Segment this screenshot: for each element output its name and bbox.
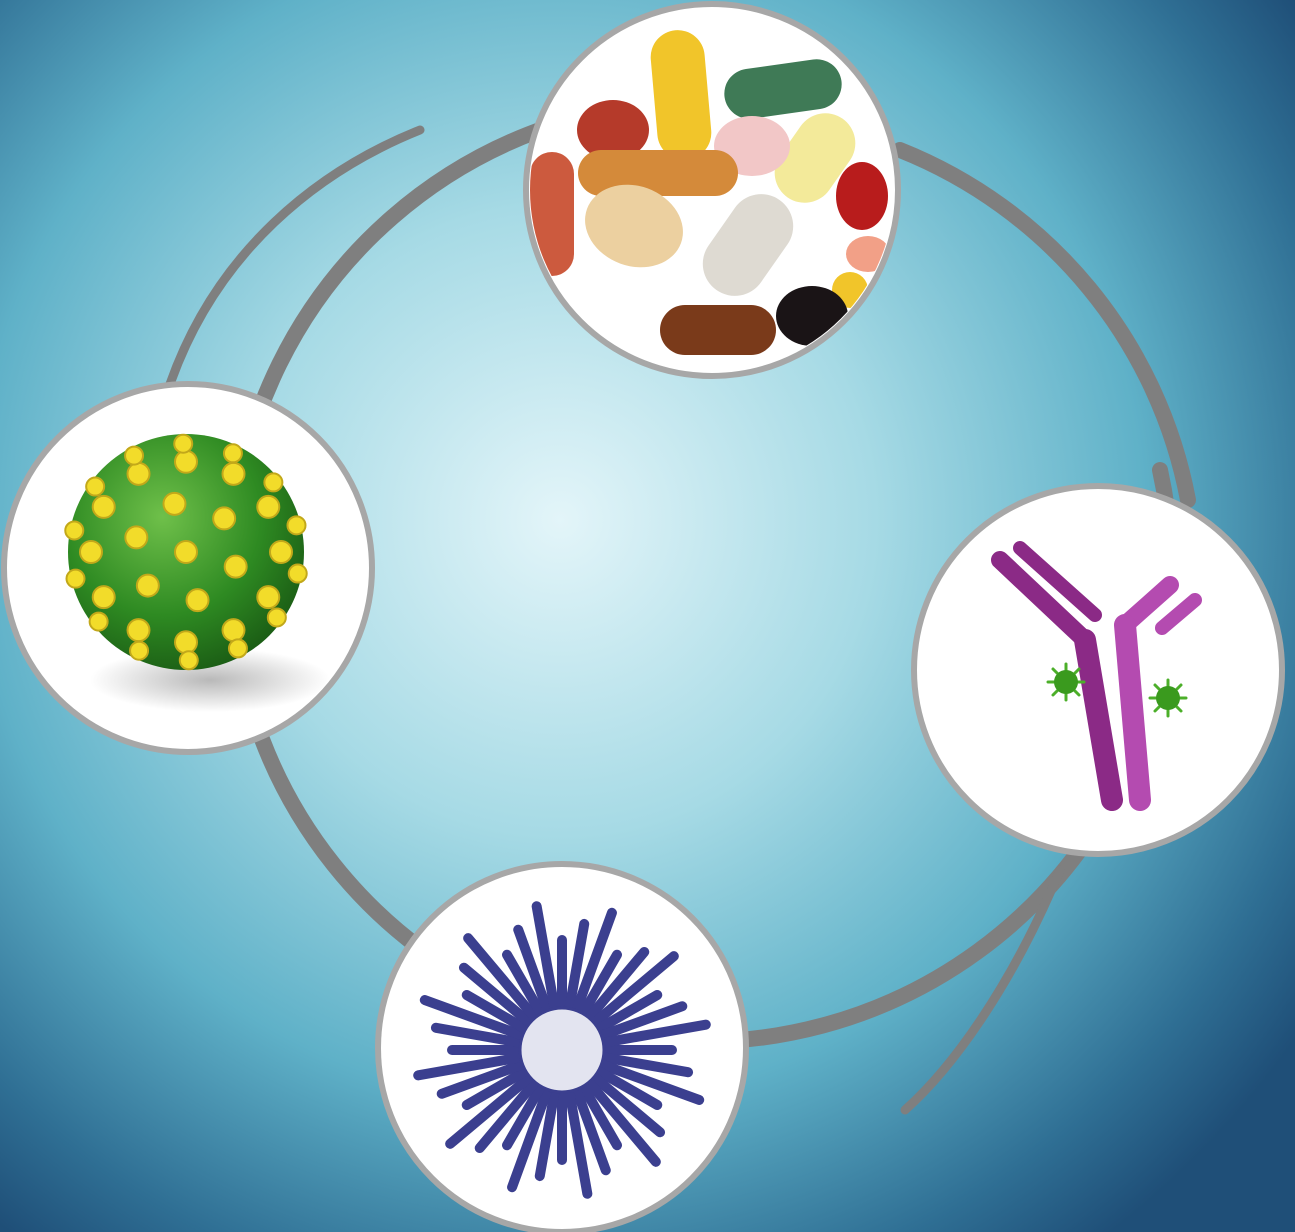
virus-knob: [90, 613, 108, 631]
virus-knob: [175, 451, 197, 473]
virus-knob: [67, 570, 85, 588]
node-pills: [526, 4, 898, 376]
virus-knob: [93, 496, 115, 518]
virus-knob: [225, 556, 247, 578]
node-antibody: [914, 486, 1282, 854]
node-virus: [4, 384, 372, 752]
virus-knob: [128, 619, 150, 641]
virus-knob: [270, 541, 292, 563]
node-microbe: [378, 864, 746, 1232]
virus-knob: [137, 575, 159, 597]
virus-knob: [229, 639, 247, 657]
virus-knob: [268, 608, 286, 626]
virus-knob: [125, 526, 147, 548]
virus-knob: [125, 447, 143, 465]
virus-knob: [180, 651, 198, 669]
virus-knob: [223, 463, 245, 485]
virus-knob: [86, 478, 104, 496]
virus-knob: [289, 565, 307, 583]
virus-knob: [65, 521, 83, 539]
virus-knob: [187, 589, 209, 611]
virus-knob: [128, 463, 150, 485]
virus-knob: [174, 435, 192, 453]
virus-knob: [175, 631, 197, 653]
virus-knob: [80, 541, 102, 563]
virus-knob: [130, 642, 148, 660]
virus-knob: [287, 516, 305, 534]
virus-knob: [175, 541, 197, 563]
virus-knob: [224, 444, 242, 462]
virus-knob: [223, 619, 245, 641]
virus-knob: [93, 586, 115, 608]
virus-knob: [163, 493, 185, 515]
virus-knob: [257, 496, 279, 518]
virus-knob: [264, 473, 282, 491]
virus-knob: [213, 507, 235, 529]
virus-knob: [257, 586, 279, 608]
